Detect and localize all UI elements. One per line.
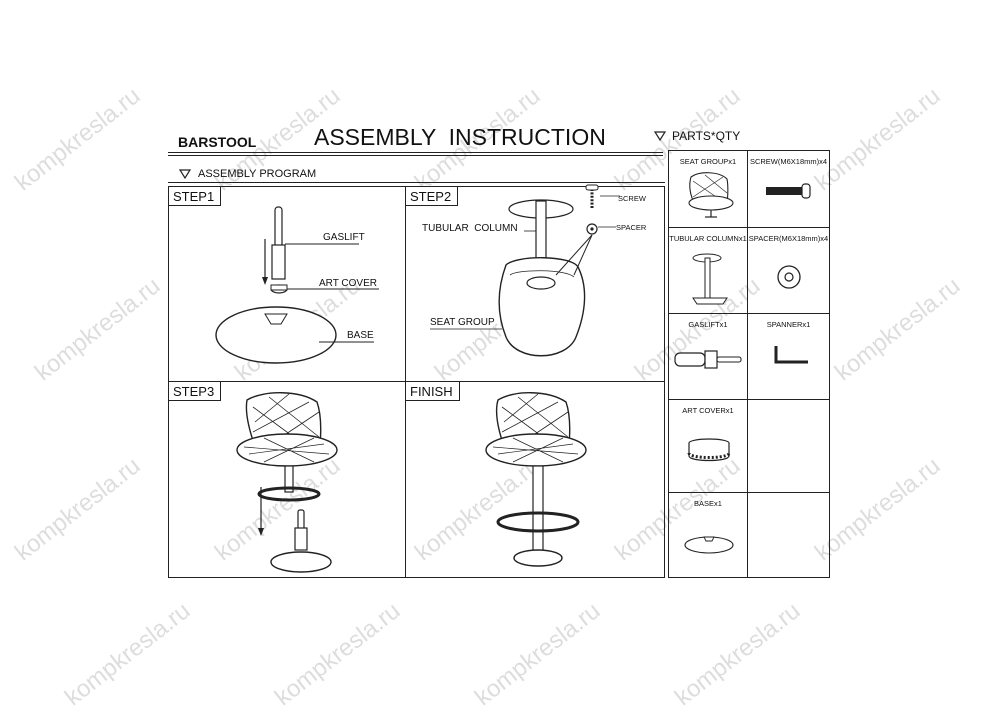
screw-label: SCREW <box>618 194 646 203</box>
step3-label: STEP3 <box>169 382 222 401</box>
gaslift-icon <box>674 350 742 369</box>
part-label: TUBULAR COLUMNx1 <box>669 234 747 243</box>
gaslift-label: GASLIFT <box>323 232 365 243</box>
header-rule-thin <box>168 155 663 156</box>
part-cell: SCREW(M6X18mm)x4 <box>747 150 830 228</box>
spanner-icon <box>774 346 808 364</box>
part-label: GASLIFTx1 <box>688 320 728 329</box>
step3-panel: STEP3 <box>168 381 406 578</box>
part-label: ART COVERx1 <box>682 406 734 415</box>
art-cover-icon <box>687 438 731 462</box>
part-cell <box>747 399 830 493</box>
seat-group-label: SEAT GROUP <box>430 317 495 328</box>
step1-label: STEP1 <box>169 187 222 206</box>
base-icon <box>684 536 734 554</box>
program-heading: ASSEMBLY PROGRAM <box>198 168 317 180</box>
watermark: kompkresla.ru <box>810 82 946 197</box>
part-cell <box>747 492 830 578</box>
watermark: kompkresla.ru <box>10 452 146 567</box>
tubular-column-icon <box>692 253 728 305</box>
finish-label: FINISH <box>406 382 460 401</box>
tubular-column-label: TUBULAR COLUMN <box>422 223 518 234</box>
part-label: SEAT GROUPx1 <box>679 157 737 166</box>
watermark: kompkresla.ru <box>10 82 146 197</box>
part-cell: TUBULAR COLUMNx1 <box>668 227 748 314</box>
part-cell: SEAT GROUPx1 <box>668 150 748 228</box>
parts-heading: PARTS*QTY <box>672 129 741 143</box>
step1-panel: STEP1 GASLIFT ART COVER BASE <box>168 186 406 382</box>
step3-diagram <box>236 392 338 573</box>
part-label: SPANNERx1 <box>766 320 811 329</box>
watermark: kompkresla.ru <box>670 597 806 712</box>
watermark: kompkresla.ru <box>270 597 406 712</box>
screw-icon <box>766 183 811 199</box>
watermark: kompkresla.ru <box>810 452 946 567</box>
part-cell: SPACER(M6X18mm)x4 <box>747 227 830 314</box>
watermark: kompkresla.ru <box>60 597 196 712</box>
step2-diagram <box>430 184 620 357</box>
part-cell: BASEx1 <box>668 492 748 578</box>
part-cell: SPANNERx1 <box>747 313 830 400</box>
part-label: SPACER(M6X18mm)x4 <box>748 234 829 243</box>
part-cell: ART COVERx1 <box>668 399 748 493</box>
watermark: kompkresla.ru <box>30 272 166 387</box>
triangle-icon <box>653 131 667 142</box>
program-rule <box>168 182 665 183</box>
finish-diagram <box>485 392 587 567</box>
watermark: kompkresla.ru <box>830 272 966 387</box>
part-cell: GASLIFTx1 <box>668 313 748 400</box>
product-name: BARSTOOL <box>178 134 257 150</box>
part-label: BASEx1 <box>694 499 722 508</box>
spacer-label: SPACER <box>616 223 647 232</box>
part-label: SCREW(M6X18mm)x4 <box>749 157 828 166</box>
seat-group-icon <box>688 172 734 218</box>
step2-label: STEP2 <box>406 187 459 206</box>
finish-panel: FINISH <box>405 381 665 578</box>
base-label: BASE <box>347 330 374 341</box>
art-cover-label: ART COVER <box>319 278 377 289</box>
step1-diagram <box>215 206 379 364</box>
page-title: ASSEMBLY INSTRUCTION <box>314 124 606 150</box>
watermark: kompkresla.ru <box>470 597 606 712</box>
header-rule <box>168 152 663 153</box>
spacer-icon <box>777 265 801 289</box>
triangle-icon <box>178 169 192 180</box>
step2-panel: STEP2 SCREW SPACER TUBULAR COLUMN SEAT G… <box>405 184 665 382</box>
